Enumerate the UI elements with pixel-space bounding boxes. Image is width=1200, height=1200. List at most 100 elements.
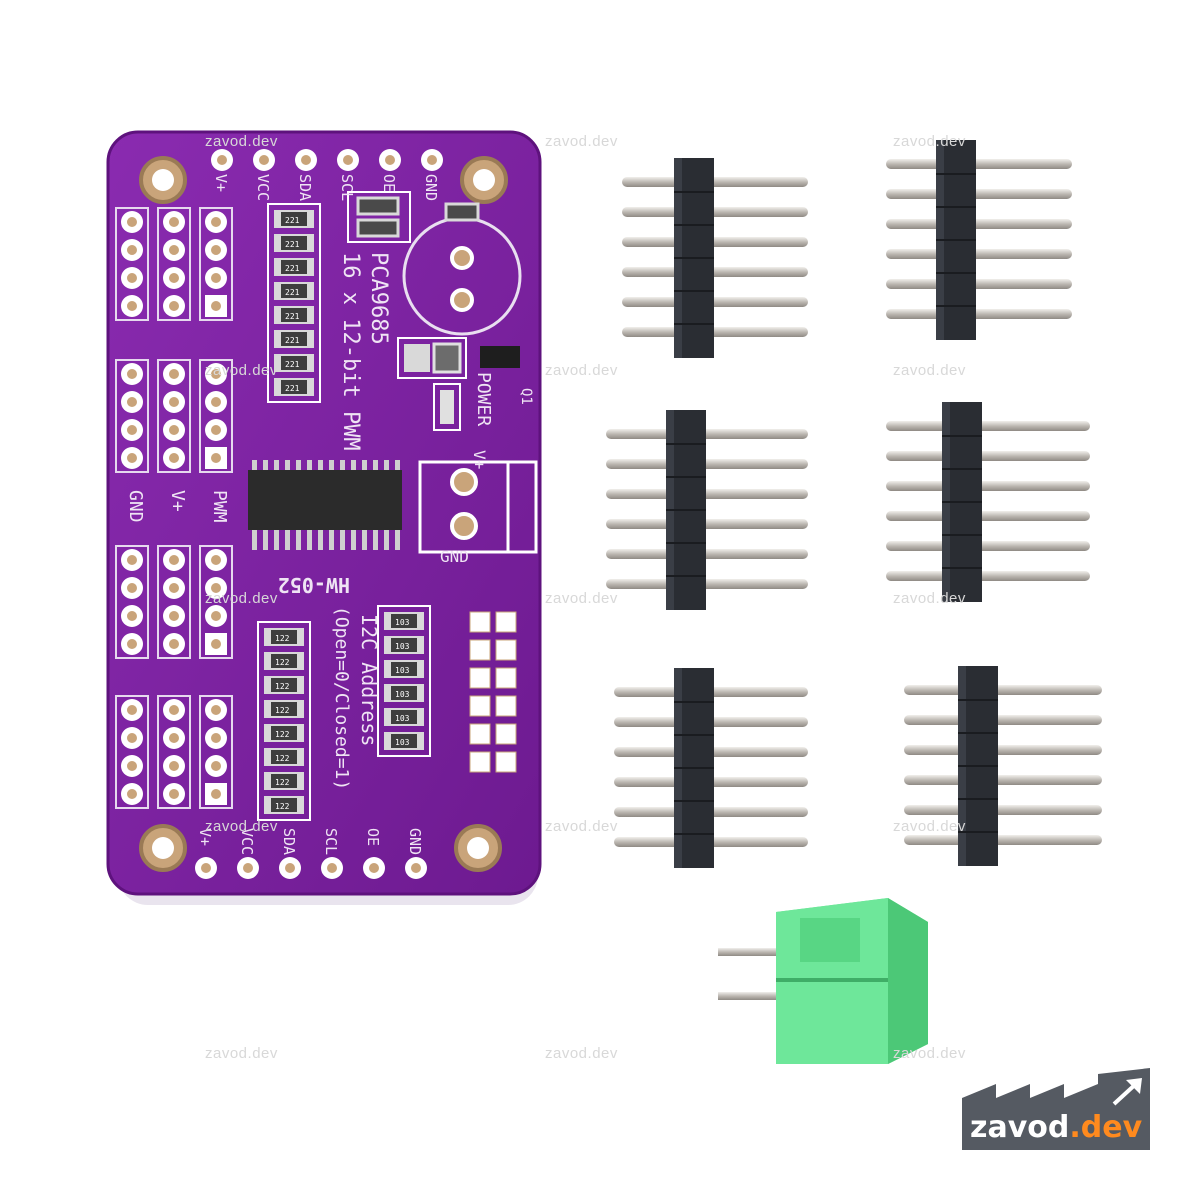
screw-terminal [718, 898, 928, 1064]
watermark: zavod.dev [205, 133, 278, 150]
header-pin [622, 207, 808, 217]
svg-text:122: 122 [275, 706, 290, 715]
pin-header [886, 140, 1072, 340]
header-pin [904, 685, 1102, 695]
header-pin [606, 519, 808, 529]
bottom-pin-label: GND [406, 828, 424, 855]
bottom-pin-label: VCC [238, 828, 256, 855]
header-pin [886, 309, 1072, 319]
jumper-pad [469, 611, 491, 633]
header-pin [886, 481, 1090, 491]
svg-text:221: 221 [285, 264, 300, 273]
svg-text:103: 103 [395, 690, 410, 699]
svg-text:122: 122 [275, 682, 290, 691]
servo-header-pads [115, 207, 233, 809]
watermark: zavod.dev [205, 1045, 278, 1062]
header-pin [622, 237, 808, 247]
header-pin [904, 835, 1102, 845]
top-pin-label: SDA [296, 174, 314, 201]
pin-header [622, 158, 808, 358]
vplus-terminal-label: V+ [470, 450, 489, 469]
watermark: zavod.dev [893, 133, 966, 150]
watermark: zavod.dev [893, 590, 966, 607]
top-pin-label: OE [380, 174, 398, 192]
header-pin [622, 297, 808, 307]
header-pin [886, 421, 1090, 431]
watermark: zavod.dev [205, 590, 278, 607]
smd-parts [347, 191, 520, 431]
board-subtitle: 16 x 12-bit PWM [338, 252, 363, 451]
svg-text:122: 122 [275, 802, 290, 811]
header-pin [886, 159, 1072, 169]
watermark: zavod.dev [893, 362, 966, 379]
header-pin [606, 489, 808, 499]
watermark: zavod.dev [893, 1045, 966, 1062]
watermark: zavod.dev [545, 1045, 618, 1062]
svg-text:103: 103 [395, 666, 410, 675]
side-label-gnd: GND [125, 490, 146, 523]
header-pin [622, 267, 808, 277]
watermark: zavod.dev [545, 362, 618, 379]
pin-header [886, 402, 1090, 602]
q1-label: Q1 [518, 388, 534, 405]
power-label: POWER [473, 372, 494, 426]
header-pin [886, 219, 1072, 229]
watermark: zavod.dev [205, 818, 278, 835]
header-pin [886, 541, 1090, 551]
jumper-pad [469, 723, 491, 745]
header-pin [622, 177, 808, 187]
top-pin-label: V+ [212, 174, 230, 192]
power-terminal-footprint [418, 460, 538, 554]
logo-text: zavod.dev [970, 1110, 1142, 1145]
svg-text:221: 221 [285, 360, 300, 369]
svg-text:122: 122 [275, 658, 290, 667]
watermark: zavod.dev [545, 133, 618, 150]
header-pin [904, 805, 1102, 815]
bottom-pin-label: SDA [280, 828, 298, 855]
svg-text:221: 221 [285, 312, 300, 321]
watermark: zavod.dev [205, 362, 278, 379]
svg-text:122: 122 [275, 754, 290, 763]
jumper-pad [495, 723, 517, 745]
i2c-title: I2C Address [357, 614, 381, 746]
svg-text:221: 221 [285, 288, 300, 297]
svg-text:122: 122 [275, 634, 290, 643]
i2c-note: (Open=0/Closed=1) [331, 606, 352, 790]
address-jumpers [469, 611, 517, 773]
mounting-holes [139, 156, 508, 872]
pin-header [606, 410, 808, 610]
top-pin-label: VCC [254, 174, 272, 201]
svg-text:221: 221 [285, 216, 300, 225]
side-label-pwm: PWM [209, 490, 230, 523]
pca9685-chip [248, 460, 402, 550]
watermark: zavod.dev [545, 590, 618, 607]
bottom-pin-label: SCL [322, 828, 340, 855]
svg-text:221: 221 [285, 384, 300, 393]
header-pin [886, 249, 1072, 259]
jumper-pad [469, 667, 491, 689]
svg-text:103: 103 [395, 714, 410, 723]
zavod-logo [962, 1068, 1150, 1150]
header-pin [606, 429, 808, 439]
logo-tld: .dev [1069, 1110, 1143, 1145]
header-pin [886, 451, 1090, 461]
jumper-pad [469, 695, 491, 717]
pin-headers [606, 140, 1102, 868]
svg-text:122: 122 [275, 778, 290, 787]
header-pin [904, 775, 1102, 785]
chip-title: PCA9685 [366, 252, 391, 345]
side-label-vplus: V+ [167, 490, 188, 512]
top-pin-pads [211, 149, 443, 171]
logo-brand: zavod [970, 1110, 1070, 1145]
header-pin [886, 279, 1072, 289]
header-pin [606, 549, 808, 559]
gnd-terminal-label: GND [440, 547, 469, 566]
jumper-pad [495, 695, 517, 717]
jumper-pad [495, 751, 517, 773]
bottom-pin-label: OE [364, 828, 382, 846]
